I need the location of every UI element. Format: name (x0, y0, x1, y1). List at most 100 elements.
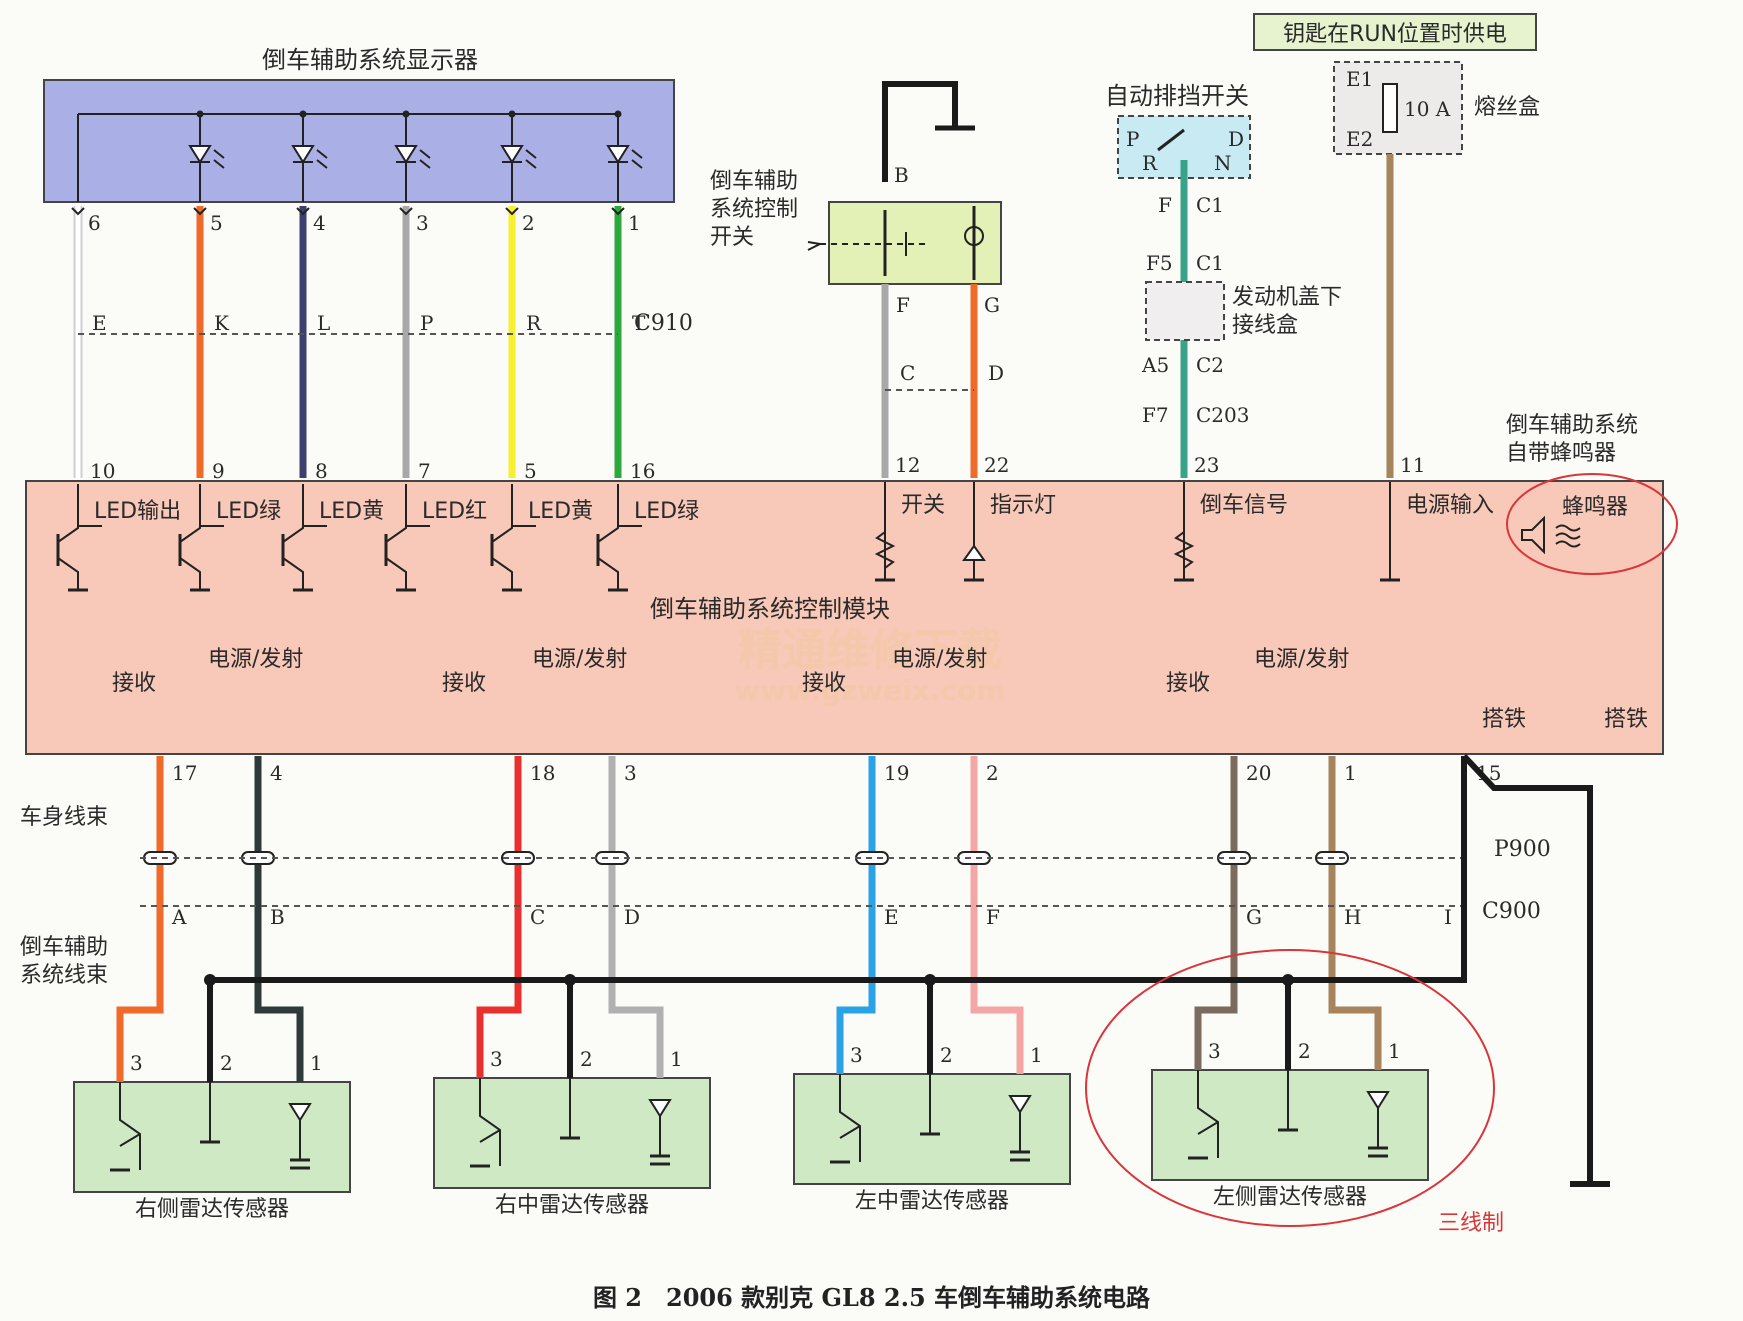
tx-label: 电源/发射 (532, 647, 627, 672)
junction-dot (508, 110, 516, 118)
sound-wave-icon (1555, 524, 1581, 548)
sensor-transistor-icon (1197, 1070, 1219, 1158)
sensor-pin: 1 (670, 1047, 683, 1071)
sensor-pin: 1 (310, 1051, 323, 1075)
sensor-pin: 2 (1298, 1039, 1311, 1063)
c910-pin: T (632, 311, 646, 335)
module-lower-pin: 4 (270, 761, 283, 785)
sensor-name: 左侧雷达传感器 (1213, 1185, 1367, 1210)
three-wire-note: 三线制 (1438, 1211, 1504, 1236)
fuse-element (1382, 83, 1398, 133)
sensor-box (793, 1073, 1071, 1185)
p900-connector (957, 851, 991, 865)
fuse-rating: 10 A (1404, 97, 1451, 121)
module-lower-pin: 1 (1344, 761, 1357, 785)
c910-pin: R (526, 311, 542, 335)
c900-pin: E (884, 905, 899, 929)
module-lower-pin: 2 (986, 761, 999, 785)
switch-label-1: 倒车辅助 (710, 169, 798, 194)
body-harness-label: 车身线束 (20, 805, 108, 830)
sensor-signal-wire (1194, 986, 1238, 1070)
sensor-transistor-icon (119, 1082, 141, 1170)
capacitor-icon (1010, 1150, 1030, 1162)
supply-note-box (1253, 13, 1537, 51)
display-box (43, 79, 675, 203)
supply-note: 钥匙在RUN位置时供电 (1283, 22, 1507, 47)
sensor-name: 右中雷达传感器 (495, 1193, 649, 1218)
sensor-diode-icon (1366, 1091, 1390, 1110)
c900-pin: G (1246, 905, 1262, 929)
gear-pin-f5: F5 (1146, 251, 1173, 275)
three-wire-highlight-circle (1085, 949, 1495, 1227)
c900-pin: A (171, 905, 187, 929)
module-input-pin: 11 (1400, 453, 1425, 477)
junction-dot (402, 110, 410, 118)
sensor-pin: 2 (940, 1043, 953, 1067)
receive-label: 接收 (442, 671, 486, 696)
tx-label: 电源/发射 (892, 647, 987, 672)
junction-box-label-1: 发动机盖下 (1232, 285, 1342, 310)
sensor-name: 左中雷达传感器 (855, 1189, 1009, 1214)
p900-connector (595, 851, 629, 865)
led-icon (394, 145, 418, 164)
sensor-power-wire (608, 986, 664, 1078)
gear-pos-d: D (1228, 127, 1244, 151)
c900-pin: C (530, 905, 545, 929)
junction-dot (924, 974, 936, 986)
sensor-diode-icon (648, 1099, 672, 1118)
transistor-icon (597, 484, 619, 590)
capacitor-icon (650, 1154, 670, 1166)
module-led-pin: 7 (418, 459, 431, 483)
c900-pin: B (270, 905, 285, 929)
c910-label: C910 (634, 311, 693, 336)
c910-pin: P (420, 311, 433, 335)
sensor-diode-icon (288, 1103, 312, 1122)
module-led-label: LED红 (422, 499, 487, 524)
transistor-icon (179, 484, 201, 590)
c900-pin: H (1344, 905, 1361, 929)
sensor-power-wire (254, 986, 304, 1082)
switch-pin-f: F (896, 293, 910, 317)
switch-conn-c: C (900, 361, 915, 385)
ground-label: 搭铁 (1604, 707, 1648, 732)
c900-pin: F (986, 905, 1000, 929)
module-led-label: LED黄 (528, 499, 593, 524)
transistor-icon (491, 484, 513, 590)
display-pin: 4 (313, 211, 326, 235)
junction-box-label-2: 接线盒 (1232, 313, 1298, 338)
sensor-power-wire (970, 986, 1024, 1074)
module-input-label: 指示灯 (990, 493, 1056, 518)
receive-label: 接收 (112, 671, 156, 696)
junction-dot (204, 974, 216, 986)
module-title: 倒车辅助系统控制模块 (650, 595, 890, 623)
switch-label-2: 系统控制 (710, 197, 798, 222)
sensor-pin: 1 (1030, 1043, 1043, 1067)
gear-pos-n: N (1214, 151, 1232, 175)
display-pin: 3 (416, 211, 429, 235)
display-pin: 1 (628, 211, 641, 235)
c900-pin: I (1444, 905, 1452, 929)
module-lower-pin: 18 (530, 761, 555, 785)
light-emission-icon (525, 149, 537, 169)
receive-label: 接收 (802, 671, 846, 696)
module-led-label: LED黄 (319, 499, 384, 524)
c910-pin: E (92, 311, 107, 335)
module-lower-pin: 20 (1246, 761, 1271, 785)
c910-pin: L (317, 311, 330, 335)
switch-pin-b: B (894, 163, 909, 187)
ground-trunk-wire (1461, 753, 1593, 1184)
light-emission-icon (419, 149, 431, 169)
display-pin: 5 (210, 211, 223, 235)
led-icon (291, 145, 315, 164)
gear-pos-p: P (1126, 127, 1139, 151)
connector-arrow (71, 207, 85, 216)
switch-input-arrow (807, 241, 824, 251)
led-icon (606, 145, 630, 164)
connector-arrow (193, 207, 207, 216)
gear-pin-f: F (1158, 193, 1172, 217)
p900-connector (241, 851, 275, 865)
display-pin: 6 (88, 211, 101, 235)
junction-dot (299, 110, 307, 118)
